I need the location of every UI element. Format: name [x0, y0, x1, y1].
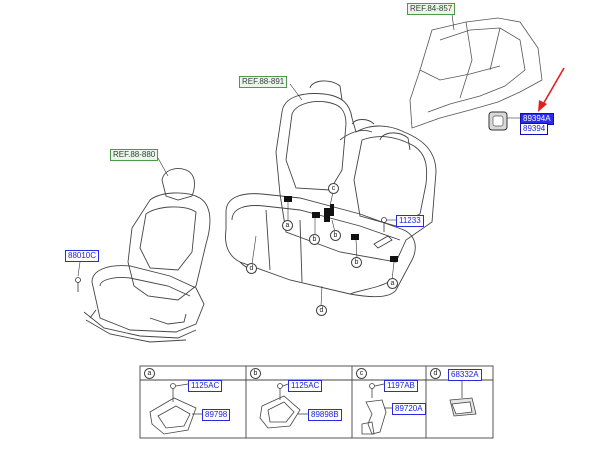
panel-b-bracket — [259, 383, 308, 429]
front-seat — [83, 168, 211, 343]
ref-rear-seat[interactable]: REF.88-891 — [239, 76, 288, 88]
ref-quarter-panel[interactable]: REF.84-857 — [407, 3, 456, 15]
panel-d-clip — [449, 380, 477, 417]
panel-c-part2[interactable]: 89720A — [392, 403, 426, 415]
callout-a-right: a — [387, 278, 398, 289]
panel-b-part1[interactable]: 1125AC — [288, 380, 323, 392]
front-seat-bolt — [75, 277, 81, 292]
retractor-cover[interactable] — [488, 111, 508, 131]
callout-a-left: a — [282, 220, 293, 231]
belt-buckles[interactable] — [284, 196, 398, 262]
part-label-bolt-rear[interactable]: 11233 — [396, 215, 424, 227]
pointer-arrow — [538, 67, 565, 112]
panel-b-part2[interactable]: 89898B — [308, 409, 342, 421]
callout-d-bottom: d — [316, 305, 327, 316]
part-label-highlight-bottom[interactable]: 89394 — [520, 123, 549, 135]
panel-b-letter: b — [250, 368, 261, 379]
callout-c: c — [328, 183, 339, 194]
panel-c-letter: c — [356, 368, 367, 379]
leader-ref-quarter — [451, 13, 455, 31]
callout-d-left: d — [246, 263, 257, 274]
ref-front-seat[interactable]: REF.88-880 — [110, 149, 159, 161]
callout-b-right: b — [330, 230, 341, 241]
panel-c-part1[interactable]: 1197AB — [384, 380, 418, 392]
detail-table — [139, 365, 494, 439]
quarter-panel-trim — [409, 17, 543, 129]
panel-a-letter: a — [144, 368, 155, 379]
panel-a-bracket — [149, 383, 202, 435]
bolt-rear — [373, 217, 393, 249]
callout-b-left: b — [309, 234, 320, 245]
rear-seat-back — [275, 80, 437, 263]
leaders-front-seat — [77, 157, 169, 277]
leaders-rear-seat — [251, 83, 396, 307]
panel-d-part1[interactable]: 68332A — [448, 369, 482, 381]
rear-seat-cushion — [225, 193, 416, 298]
part-label-front-seat[interactable]: 88010C — [65, 250, 100, 262]
callout-b-lower: b — [351, 257, 362, 268]
panel-a-part2[interactable]: 89798 — [202, 409, 231, 421]
panel-a-part1[interactable]: 1125AC — [188, 380, 223, 392]
panel-d-letter: d — [430, 368, 441, 379]
panel-c-bracket — [361, 383, 392, 435]
